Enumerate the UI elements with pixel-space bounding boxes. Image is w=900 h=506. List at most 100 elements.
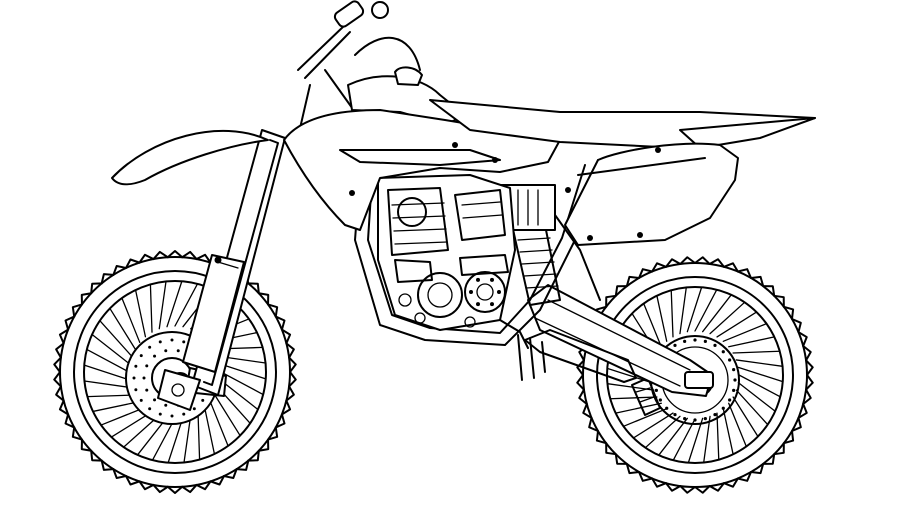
sprocket-tooth: [721, 406, 725, 410]
disc-hole: [176, 349, 180, 353]
disc-hole: [164, 403, 168, 407]
tread-knob: [55, 342, 65, 359]
sprocket-tooth: [658, 398, 662, 402]
sprocket-tooth: [728, 358, 732, 362]
tread-knob: [750, 462, 765, 475]
footpeg-bracket: [517, 334, 546, 381]
engine: [377, 174, 529, 349]
tread-knob: [694, 485, 711, 494]
stator-bolts: [469, 277, 501, 307]
tread-knob: [80, 438, 93, 452]
disc-hole: [153, 398, 157, 402]
stator-bolt: [469, 290, 473, 294]
tread-knob: [55, 385, 65, 402]
front-rim: [83, 280, 267, 464]
disc-hole: [142, 376, 146, 380]
spoke: [174, 283, 199, 327]
stator-bolt: [490, 277, 494, 282]
rear-sprocket-teeth: [653, 338, 737, 422]
tread-knob: [651, 262, 668, 273]
carburetor: [454, 189, 506, 241]
sprocket-tooth: [673, 413, 677, 417]
spoke: [615, 402, 662, 414]
tread-knob: [90, 449, 103, 462]
tread-knob: [257, 438, 270, 452]
spoke: [622, 408, 668, 427]
tread-knob: [614, 285, 628, 297]
spoke: [109, 307, 136, 350]
tread-knob: [625, 462, 640, 475]
sprocket-tooth: [713, 413, 717, 417]
tread-knob: [80, 292, 93, 306]
spoke: [151, 417, 176, 461]
tread-knob: [166, 485, 184, 494]
tread-knob: [790, 318, 802, 334]
tread-knob: [605, 294, 617, 308]
tread-knob: [708, 482, 725, 492]
stator-bolt: [490, 302, 494, 307]
tread-knob: [166, 250, 184, 259]
throttle-cable: [354, 36, 421, 71]
spoke: [735, 389, 769, 426]
tread-knob: [736, 470, 752, 482]
spoke: [91, 333, 131, 365]
spoke: [656, 295, 668, 342]
rear-tire-inner: [596, 276, 794, 474]
spoke: [670, 289, 674, 338]
spoke: [203, 406, 216, 455]
tread-knob: [64, 315, 76, 331]
tread-knob: [58, 399, 70, 416]
tread-knob: [679, 485, 696, 494]
tread-knob: [112, 264, 128, 276]
disc-hole: [134, 388, 138, 392]
spoke: [219, 379, 259, 411]
spoke: [83, 380, 133, 389]
spoke: [149, 283, 153, 333]
disc-hole: [134, 364, 138, 368]
tread-knob: [247, 282, 260, 295]
tread-knob: [578, 388, 588, 405]
sprocket-tooth: [703, 417, 707, 421]
tread-knob: [773, 294, 785, 308]
sprocket-tooth: [654, 388, 658, 392]
spoke: [679, 286, 687, 335]
rear-tire-tread: [576, 256, 814, 494]
stator-bolt: [497, 290, 501, 294]
tread-knob: [285, 342, 295, 359]
sprocket-tooth: [732, 368, 736, 372]
tread-knob: [576, 374, 585, 391]
tread-knob: [802, 388, 812, 405]
tread-knob: [797, 331, 808, 348]
disc-hole: [170, 414, 174, 418]
tread-knob: [762, 453, 776, 465]
sprocket-tooth: [732, 388, 736, 392]
spoke: [694, 289, 718, 332]
tread-knob: [247, 449, 260, 462]
tread-knob: [257, 292, 270, 306]
fuel-cap: [394, 66, 423, 86]
tread-knob: [762, 285, 776, 297]
stator-bolt: [476, 277, 480, 282]
tread-knob: [588, 416, 600, 432]
front-tire-outer: [59, 256, 291, 488]
spoke: [728, 336, 775, 348]
sprocket-tooth: [703, 339, 707, 343]
tread-knob: [595, 430, 608, 445]
disc-hole: [132, 376, 136, 380]
handlebar: [294, 0, 421, 151]
tread-knob: [288, 371, 297, 388]
tread-knob: [100, 459, 115, 471]
shroud-graphic: [339, 149, 501, 166]
tread-knob: [222, 468, 238, 480]
tread-knob: [722, 477, 739, 488]
spoke: [632, 412, 674, 439]
front-tire-tread: [53, 250, 297, 494]
spoke: [644, 415, 681, 449]
tread-knob: [708, 258, 725, 268]
spoke: [220, 371, 264, 396]
tread-knob: [125, 475, 141, 486]
sprocket-tooth: [673, 343, 677, 347]
steering-stem: [324, 69, 356, 113]
tread-knob: [53, 371, 62, 388]
spoke: [219, 363, 267, 380]
